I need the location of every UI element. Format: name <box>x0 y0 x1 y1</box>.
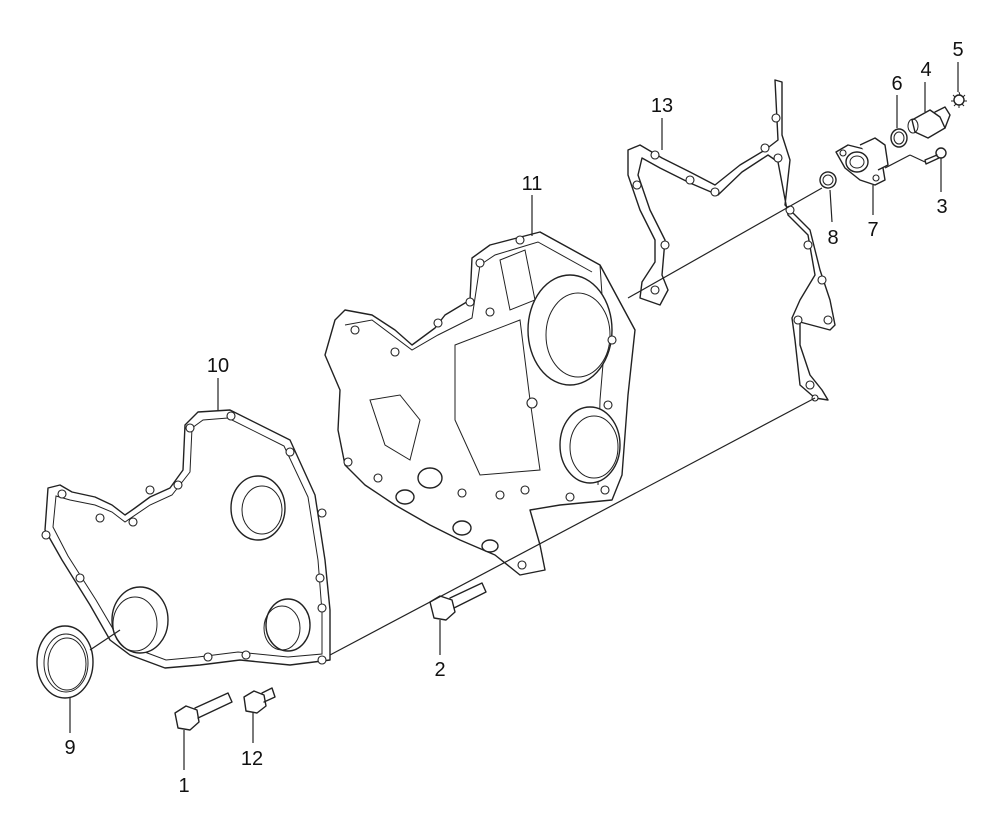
callout-10: 10 <box>207 355 229 377</box>
part-4-sensor[interactable] <box>907 106 951 139</box>
part-11-gear-housing[interactable] <box>324 231 636 576</box>
callout-6: 6 <box>891 73 902 95</box>
part-1-bolt[interactable] <box>174 692 233 731</box>
part-8-o-ring[interactable] <box>817 169 839 191</box>
part-5-star-washer[interactable] <box>951 91 967 108</box>
callout-12: 12 <box>241 748 263 770</box>
part-3-screw[interactable] <box>924 147 947 165</box>
part-10-front-cover[interactable] <box>41 409 331 669</box>
part-6-o-ring[interactable] <box>890 128 908 148</box>
callout-9: 9 <box>64 737 75 759</box>
callout-13: 13 <box>651 95 673 117</box>
part-13-gasket[interactable] <box>627 79 836 402</box>
callout-11: 11 <box>522 173 543 195</box>
callout-2: 2 <box>434 659 445 681</box>
assembly-axis-lines <box>329 154 926 656</box>
callout-labels: 1 2 3 4 5 6 7 8 9 10 11 12 13 <box>64 39 963 797</box>
part-12-bolt[interactable] <box>243 687 276 714</box>
callout-3: 3 <box>936 196 947 218</box>
callout-7: 7 <box>867 219 878 241</box>
callout-1: 1 <box>178 775 189 797</box>
callout-4: 4 <box>920 59 931 81</box>
callout-5: 5 <box>952 39 963 61</box>
callout-8: 8 <box>827 227 838 249</box>
callout-leaders <box>69 62 959 770</box>
part-2-bolt[interactable] <box>429 582 487 621</box>
part-9-seal-ring[interactable] <box>36 625 94 699</box>
part-7-flange-housing[interactable] <box>835 137 889 186</box>
